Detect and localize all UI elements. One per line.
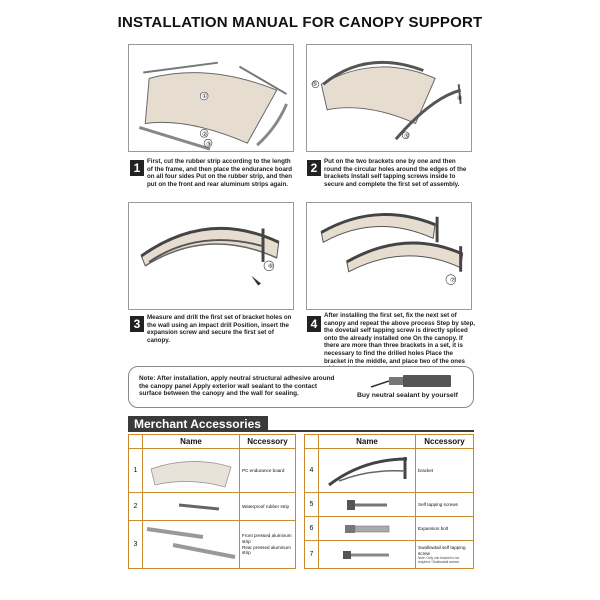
swallowtail-screw-icon (318, 540, 416, 569)
accessory-desc: Expansion bolt (415, 516, 474, 541)
col-name-header: Name (318, 434, 416, 449)
step-1-number: 1 (130, 160, 144, 176)
accessory-name: Swallowtail self tapping screw (418, 544, 466, 556)
sealant-tube-icon (370, 375, 451, 388)
spacer-cell (128, 434, 143, 449)
row-number: 6 (304, 516, 319, 541)
row-number: 7 (304, 540, 319, 569)
accessory-desc: PC endurance board (239, 448, 296, 493)
step-3-text: Measure and drill the first set of brack… (147, 314, 292, 344)
callout-6: ⑥ (268, 264, 274, 270)
accessory-desc: Swallowtail self tapping screw Note: Onl… (415, 540, 474, 569)
accessory-desc: bracket (415, 448, 474, 493)
sealant-note-box: Note: After installation, apply neutral … (128, 366, 474, 408)
step-4-text: After installing the first set, fix the … (324, 312, 475, 372)
accessories-header: Merchant Accessories (128, 416, 268, 432)
row-number: 3 (128, 520, 143, 569)
callout-4: ④ (457, 96, 463, 102)
accessory-desc: Self tapping screws (415, 492, 474, 517)
table-row: 3 Front pressed aluminum strip Rear pres… (128, 520, 296, 569)
spacer-cell (304, 434, 319, 449)
table-row: 6 Expansion bolt (304, 516, 474, 541)
col-necessory-header: Nccessory (415, 434, 474, 449)
step-3-illustration: ⑥ (128, 202, 294, 310)
table-row: 7 Swallowtail self tapping screw Note: O… (304, 540, 474, 569)
sealant-label: Buy neutral sealant by yourself (357, 392, 458, 399)
accessories-divider (128, 430, 474, 432)
callout-5: ⑤ (312, 82, 318, 88)
table-row: 1 PC endurance board (128, 448, 296, 493)
row-number: 4 (304, 448, 319, 493)
table-row: 5 Self tapping screws (304, 492, 474, 517)
callout-3: ③ (206, 142, 212, 148)
accessories-table-left: Name Nccessory 1 PC endurance board 2 Wa… (128, 434, 296, 569)
expansion-bolt-icon (318, 516, 416, 541)
accessory-desc: Waterproof rubber strip (239, 492, 296, 521)
bracket-icon (318, 448, 416, 493)
accessories-table-right: Name Nccessory 4 bracket 5 Self tapping … (304, 434, 474, 569)
sealant-note-text: Note: After installation, apply neutral … (139, 375, 335, 398)
step-1-text: First, cut the rubber strip according to… (147, 158, 293, 188)
callout-7: ⑦ (450, 278, 456, 284)
callout-1: ① (202, 94, 208, 100)
row-number: 1 (128, 448, 143, 493)
step-1-illustration: ① ② ③ (128, 44, 294, 152)
col-necessory-header: Nccessory (239, 434, 296, 449)
step-2-illustration: ⑤ ⑤ ④ (306, 44, 472, 152)
aluminum-strip-icon (142, 520, 240, 569)
callout-2: ② (202, 132, 208, 138)
step-4-number: 4 (307, 316, 321, 332)
step-2-number: 2 (307, 160, 321, 176)
accessory-desc: Front pressed aluminum strip Rear presse… (239, 520, 296, 569)
step-4-illustration: ⑦ (306, 202, 472, 310)
row-number: 2 (128, 492, 143, 521)
row-number: 5 (304, 492, 319, 517)
step-2-text: Put on the two brackets one by one and t… (324, 158, 467, 188)
rubber-strip-icon (142, 492, 240, 521)
callout-5b: ⑤ (404, 134, 410, 140)
page-title: INSTALLATION MANUAL FOR CANOPY SUPPORT (117, 14, 483, 31)
table-row: 4 bracket (304, 448, 474, 493)
accessory-note: Note: Only one bracket is not required /… (418, 556, 460, 565)
pc-board-icon (142, 448, 240, 493)
table-row: 2 Waterproof rubber strip (128, 492, 296, 521)
screw-icon (318, 492, 416, 517)
step-3-number: 3 (130, 316, 144, 332)
col-name-header: Name (142, 434, 240, 449)
